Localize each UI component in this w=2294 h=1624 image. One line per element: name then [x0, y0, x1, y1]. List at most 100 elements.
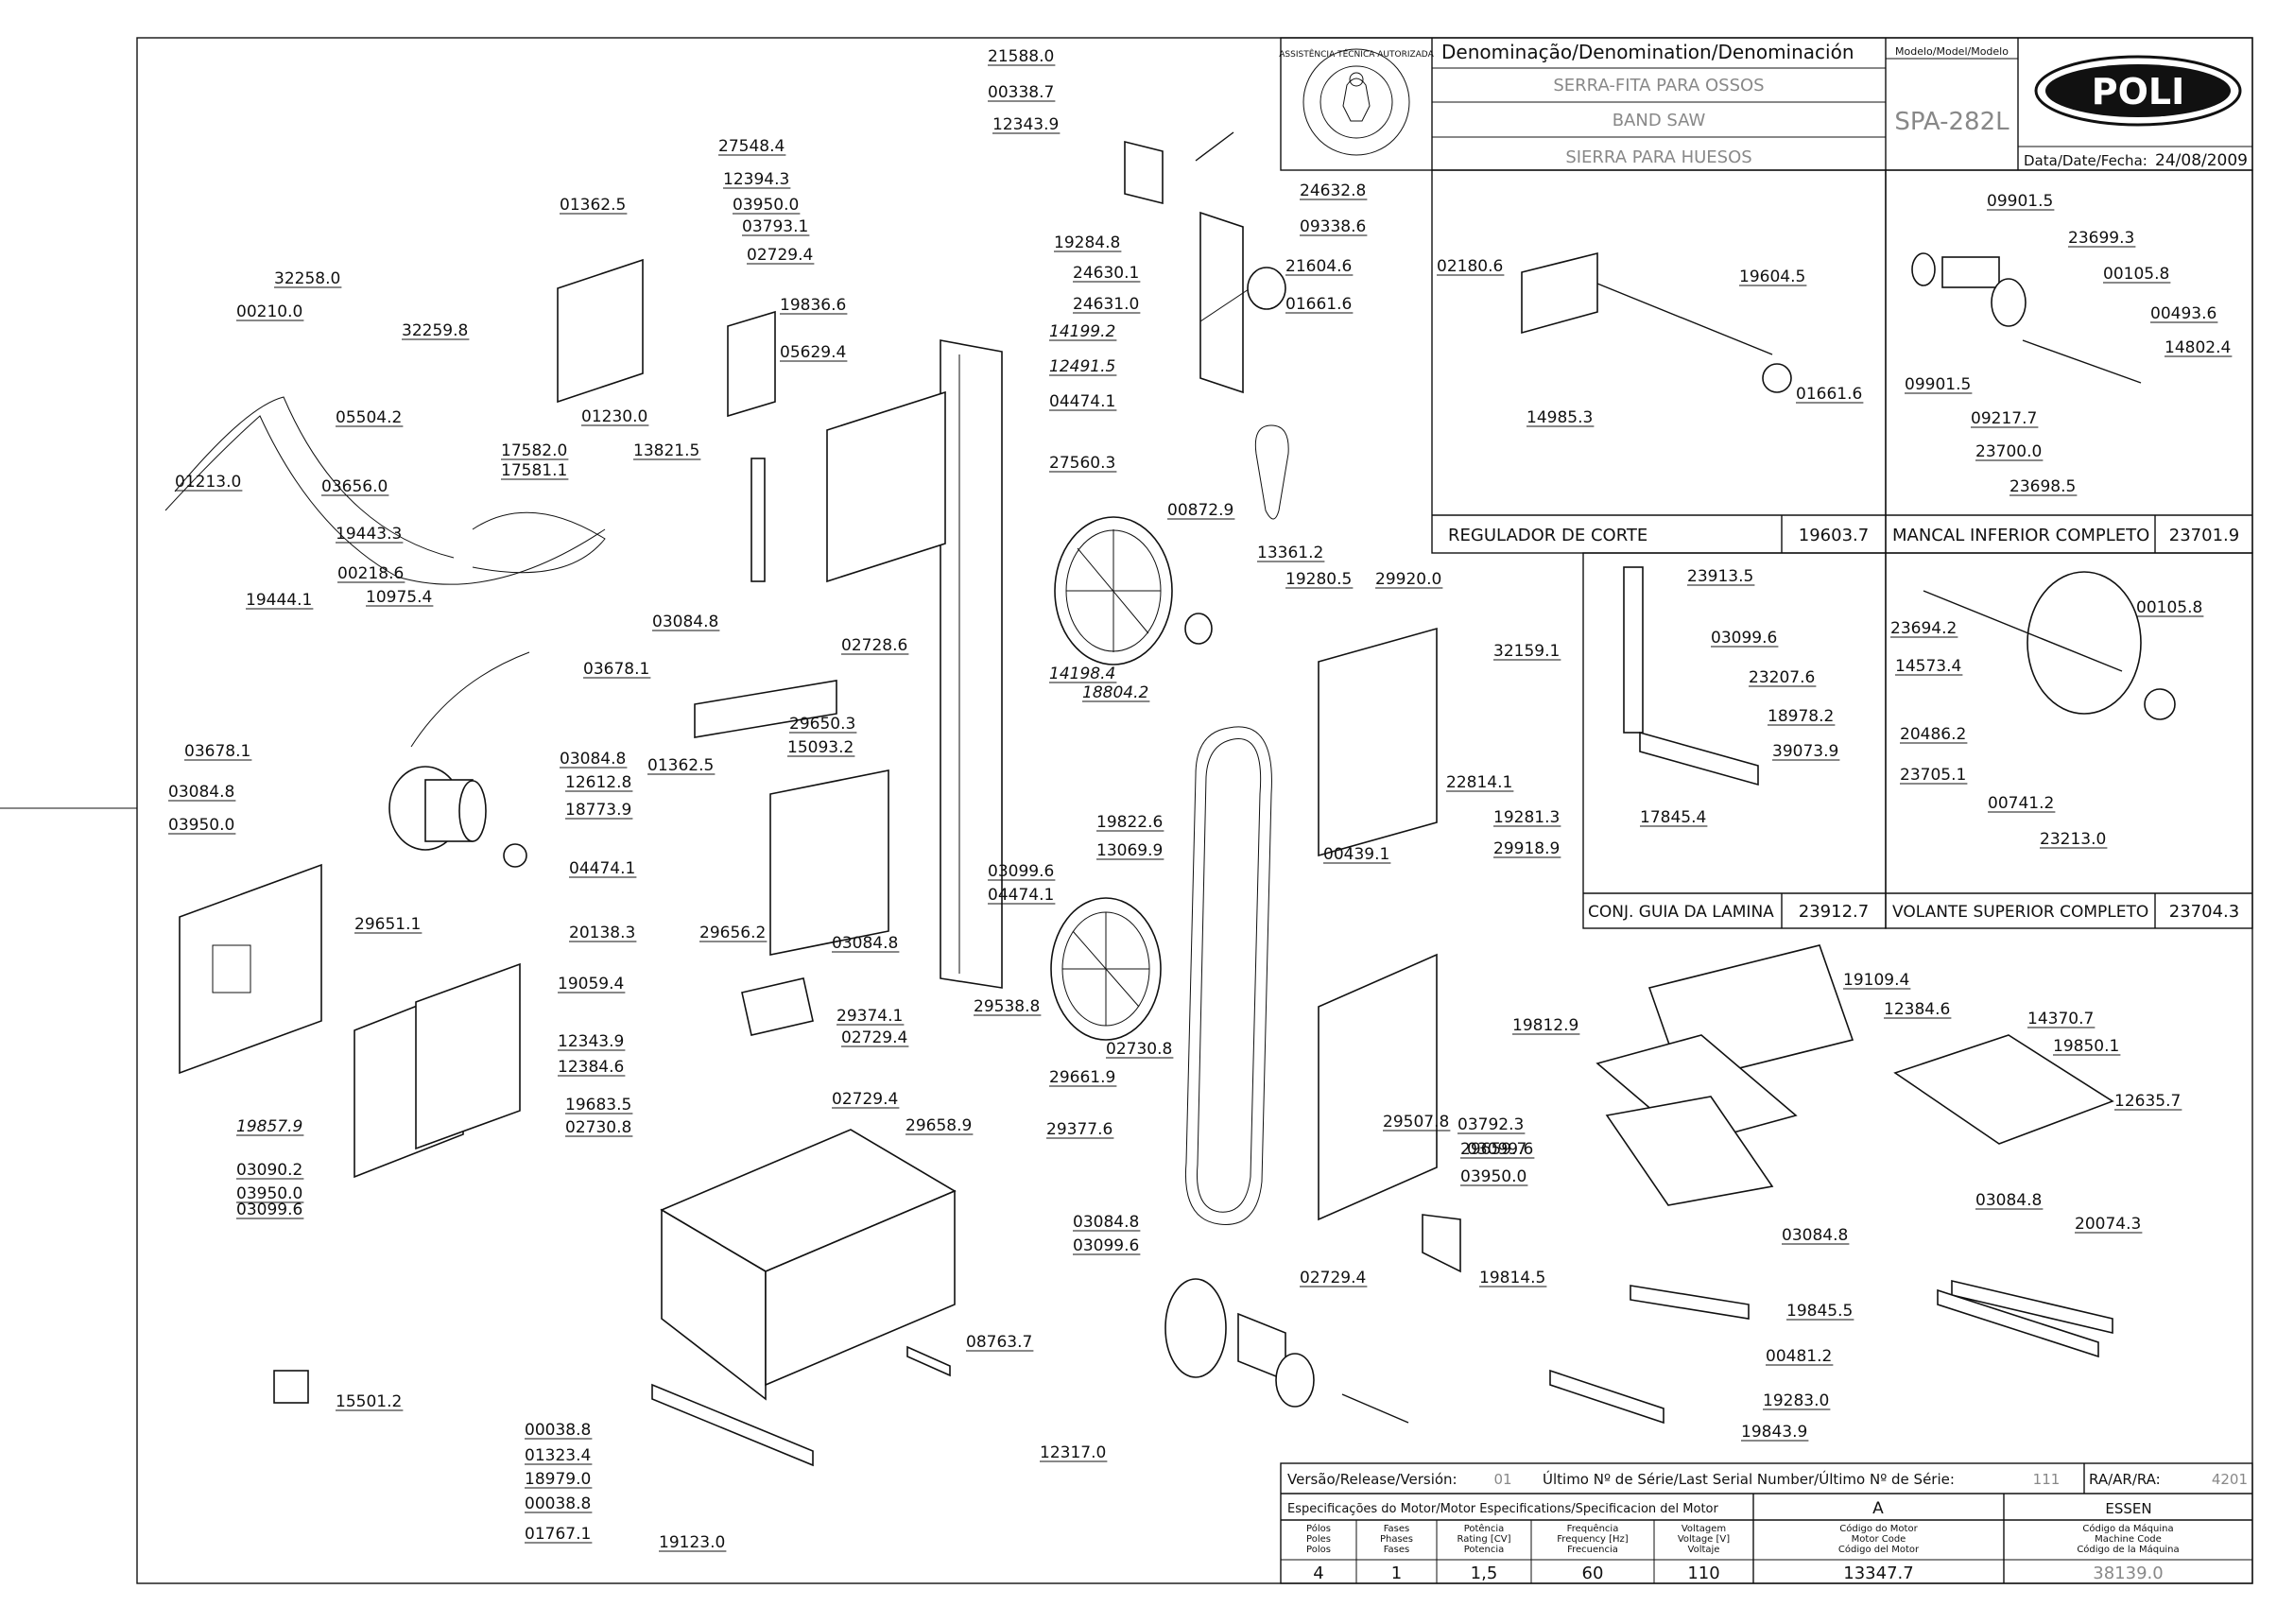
part-number-label: 12317.0	[1040, 1443, 1106, 1462]
part-number-label: 14198.4	[1049, 665, 1115, 683]
part-number-label: 29507.8	[1383, 1113, 1449, 1132]
spec-column-value: 13347.7	[1843, 1564, 1913, 1583]
spec-column-value: 38139.0	[2093, 1564, 2163, 1583]
part-number-label: 19850.1	[2053, 1037, 2119, 1056]
upper-wheel	[1054, 516, 1213, 665]
part-number-label: 19814.5	[1479, 1269, 1545, 1287]
part-number-label: 29920.0	[1375, 570, 1441, 589]
part-number-label: 03084.8	[560, 750, 626, 769]
part-number-label: 14802.4	[2165, 338, 2231, 357]
subassembly-code: 23701.9	[2169, 526, 2239, 545]
part-number-label: 29659.7	[1460, 1140, 1526, 1159]
part-number-label: 29656.2	[699, 924, 766, 942]
spec-column-value: 4	[1313, 1564, 1323, 1583]
part-number-label: 39073.9	[1772, 742, 1838, 761]
part-number-label: 18978.2	[1768, 707, 1834, 726]
motor-spec-label: Especificações do Motor/Motor Especifica…	[1287, 1502, 1718, 1516]
part-number-label: 29661.9	[1049, 1068, 1115, 1087]
part-number-label: 03090.2	[236, 1161, 302, 1180]
part-number-label: 00038.8	[525, 1494, 591, 1513]
subassembly-name: REGULADOR DE CORTE	[1448, 526, 1647, 545]
spec-column-header: Código de la Máquina	[2077, 1544, 2179, 1555]
serial-value: 111	[2033, 1471, 2061, 1488]
part-number-label: 04474.1	[569, 859, 635, 878]
part-number-label: 09338.6	[1300, 217, 1366, 236]
part-number-label: 01767.1	[525, 1525, 591, 1544]
upper-wheel-assembly	[2027, 571, 2142, 715]
part-number-label: 10975.4	[366, 588, 432, 607]
version-label: Versão/Release/Versión:	[1287, 1471, 1457, 1488]
part-number-label: 00218.6	[337, 564, 404, 583]
upper-guard	[1199, 211, 1244, 394]
table-plate	[741, 977, 814, 1036]
part-number-label: 19123.0	[659, 1533, 725, 1552]
part-number-label: 00741.2	[1988, 794, 2054, 813]
part-number-label: 19280.5	[1285, 570, 1352, 589]
part-number-label: 17581.1	[501, 461, 567, 480]
subassembly-code: 19603.7	[1799, 526, 1869, 545]
part-number-label: 18804.2	[1082, 683, 1148, 702]
part-number-label: 32159.1	[1493, 642, 1560, 661]
part-number-label: 23213.0	[2040, 830, 2106, 849]
spec-column-header: Voltaje	[1688, 1545, 1720, 1555]
subassembly-code: 23912.7	[1799, 902, 1869, 922]
lower-pulley	[1164, 1278, 1227, 1378]
part-number-label: 19845.5	[1786, 1302, 1853, 1321]
part-number-label: 29918.9	[1493, 839, 1560, 858]
subassembly-panels: REGULADOR DE CORTE 19603.7 MANCAL INFERI…	[1431, 169, 2253, 929]
part-number-label: 13361.2	[1257, 544, 1323, 562]
spec-column-header: Poles	[1306, 1534, 1331, 1545]
part-number-label: 03792.3	[1457, 1115, 1524, 1134]
name-pt: SERRA-FITA PARA OSSOS	[1553, 76, 1764, 95]
spec-columns: PólosPolesPolos4FasesPhasesFases1Potênci…	[1306, 1523, 2180, 1583]
side-cover-frame	[415, 962, 521, 1150]
part-labels: 21588.000338.712343.924632.809338.619284…	[168, 47, 2233, 1552]
spec-column-header: Polos	[1306, 1545, 1331, 1555]
blade-guide-bar	[1623, 566, 1644, 734]
tension-bracket	[1124, 140, 1164, 205]
spec-column-header: Potencia	[1464, 1545, 1505, 1555]
authorized-service-seal: ASSISTÊNCIA TÉCNICA AUTORIZADA	[1279, 48, 1435, 156]
spec-column-value: 60	[1582, 1564, 1604, 1583]
part-number-label: 03099.6	[236, 1201, 302, 1219]
electrical-panel	[179, 863, 322, 1075]
subassembly-name: VOLANTE SUPERIOR COMPLETO	[1892, 903, 2148, 922]
part-number-label: 00210.0	[236, 302, 302, 321]
part-number-label: 19843.9	[1741, 1423, 1807, 1442]
part-number-label: 00493.6	[2150, 304, 2216, 323]
denomination-label: Denominação/Denomination/Denominación	[1441, 41, 1854, 63]
part-number-label: 03950.0	[168, 816, 234, 835]
serial-label: Último Nº de Série/Last Serial Number/Úl…	[1543, 1470, 1955, 1488]
part-number-label: 01362.5	[647, 756, 714, 775]
part-number-label: 12343.9	[558, 1032, 624, 1051]
part-number-label: 19283.0	[1763, 1391, 1829, 1410]
part-number-label: 20074.3	[2075, 1215, 2141, 1234]
guide-rail-a	[1951, 1279, 2113, 1335]
part-number-label: 19109.4	[1843, 971, 1909, 990]
part-number-label: 03793.1	[742, 217, 808, 236]
part-number-label: 19857.9	[236, 1117, 302, 1136]
part-number-label: 24631.0	[1073, 295, 1139, 314]
upper-side-panel	[1318, 627, 1438, 857]
part-number-label: 04474.1	[988, 886, 1054, 905]
part-number-label: 02730.8	[565, 1118, 631, 1137]
part-number-label: 15501.2	[336, 1392, 402, 1411]
spec-column-header: Rating [CV]	[1457, 1534, 1510, 1545]
part-number-label: 19284.8	[1054, 233, 1120, 252]
regulator-plate	[1521, 251, 1598, 335]
cover-plate	[273, 1370, 309, 1404]
part-number-label: 13069.9	[1096, 841, 1163, 860]
part-number-label: 01661.6	[1796, 385, 1862, 404]
part-number-label: 23207.6	[1749, 668, 1815, 687]
spec-column-value: 1,5	[1471, 1564, 1498, 1583]
guide-rail-b	[1937, 1288, 2099, 1358]
part-number-label: 19822.6	[1096, 813, 1163, 832]
ra-label: RA/AR/RA:	[2089, 1471, 2161, 1488]
part-number-label: 24632.8	[1300, 181, 1366, 200]
model-code: SPA-282L	[1894, 108, 2009, 136]
model-label: Modelo/Model/Modelo	[1895, 45, 2009, 58]
foot-bar	[651, 1383, 814, 1467]
drive-belt	[1254, 424, 1289, 520]
part-number-label: 19059.4	[558, 975, 624, 993]
